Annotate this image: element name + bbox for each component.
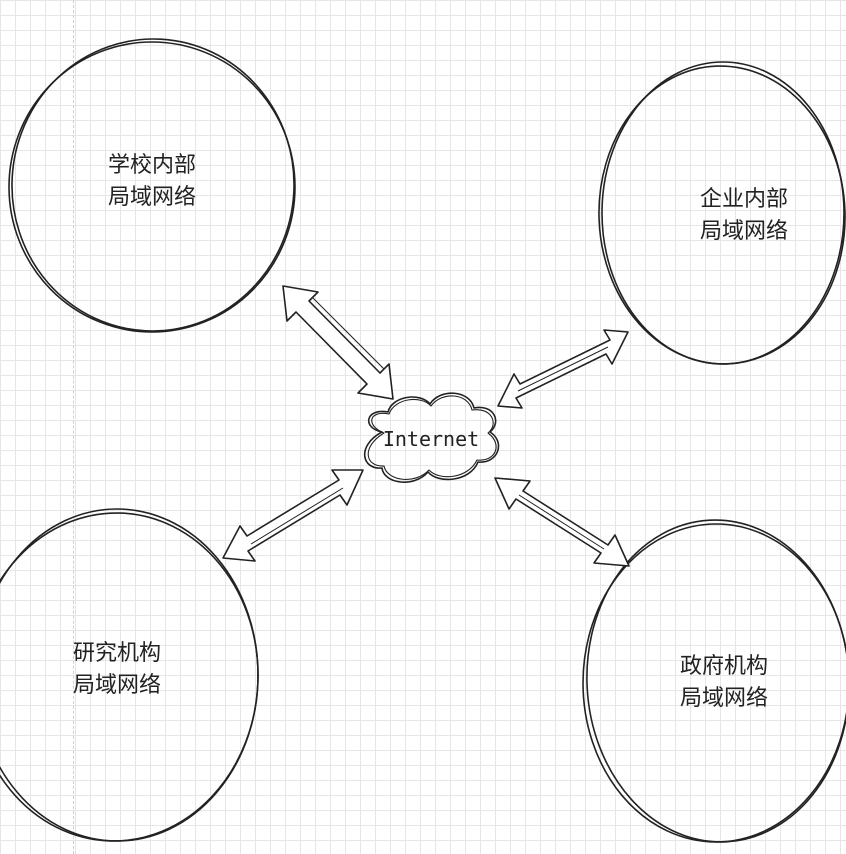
- node-label-government-line2: 局域网络: [679, 686, 768, 711]
- arrow-school-internet[interactable]: [282, 285, 394, 400]
- node-circle-school[interactable]: [5, 32, 302, 338]
- internet-label: Internet: [382, 427, 480, 451]
- arrow-research-internet[interactable]: [222, 469, 364, 562]
- node-label-research-line2: 局域网络: [72, 673, 161, 698]
- node-label-school-line2: 局域网络: [107, 185, 196, 210]
- node-circle-government[interactable]: [579, 513, 846, 848]
- node-label-school-line1: 学校内部: [107, 153, 196, 178]
- internet-cloud-icon[interactable]: [363, 392, 500, 483]
- node-circle-enterprise[interactable]: [594, 61, 846, 368]
- node-label-enterprise-line1: 企业内部: [699, 187, 788, 212]
- node-label-school: 学校内部 局域网络: [92, 150, 212, 214]
- node-label-government: 政府机构 局域网络: [664, 651, 784, 715]
- node-label-research-line1: 研究机构: [72, 641, 161, 666]
- node-label-enterprise-line2: 局域网络: [699, 219, 788, 244]
- node-label-enterprise: 企业内部 局域网络: [684, 184, 804, 248]
- node-circle-research[interactable]: [0, 508, 264, 846]
- dashed-guide-line: [73, 0, 74, 854]
- node-label-government-line1: 政府机构: [679, 654, 768, 679]
- node-label-research: 研究机构 局域网络: [57, 638, 177, 702]
